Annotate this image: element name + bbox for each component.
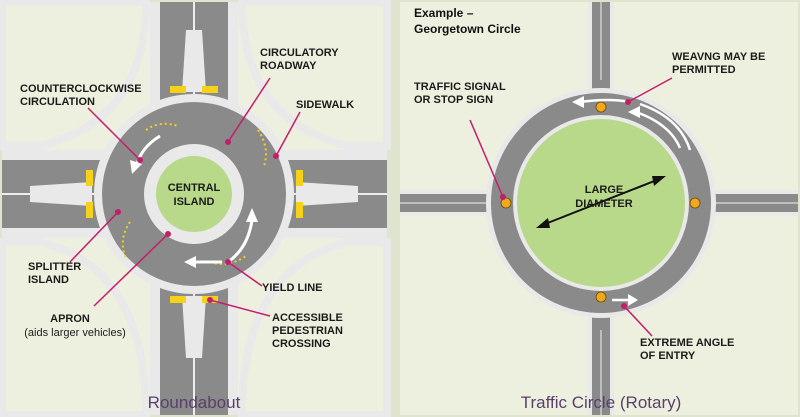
label-sidewalk: SIDEWALK bbox=[296, 99, 354, 111]
label-extreme-line1: EXTREME ANGLE bbox=[640, 337, 734, 349]
example-line1: Example – bbox=[414, 6, 474, 20]
arrowhead-icon bbox=[652, 176, 666, 186]
example-line2: Georgetown Circle bbox=[414, 22, 521, 36]
label-pedestrian-line3: CROSSING bbox=[272, 338, 331, 350]
roundabout-yield-lines bbox=[121, 122, 267, 265]
central-island-label-line1: CENTRAL bbox=[168, 182, 221, 194]
roundabout-leader-lines bbox=[69, 77, 301, 317]
traffic-signal-dots bbox=[500, 101, 701, 303]
traffic-circle-panel: LARGE DIAMETER bbox=[400, 2, 798, 415]
label-circulatory-line2: ROADWAY bbox=[260, 60, 317, 72]
label-counterclockwise-line2: CIRCULATION bbox=[20, 96, 95, 108]
roundabout-leader-dots bbox=[115, 139, 279, 303]
arrowhead-icon bbox=[536, 218, 550, 228]
traffic-circle-leader-dots bbox=[500, 99, 631, 309]
roundabout-panel: CENTRAL ISLAND bbox=[0, 0, 391, 417]
label-splitter-line2: ISLAND bbox=[28, 274, 69, 286]
label-weaving-line1: WEAVNG MAY BE bbox=[672, 51, 765, 63]
arrowhead-icon bbox=[572, 96, 584, 108]
traffic-circle-title: Traffic Circle (Rotary) bbox=[521, 393, 682, 412]
label-apron-note: (aids larger vehicles) bbox=[24, 327, 125, 339]
label-splitter-line1: SPLITTER bbox=[28, 261, 81, 273]
traffic-circle-leader-lines bbox=[469, 77, 673, 337]
large-diameter-line2: DIAMETER bbox=[575, 198, 633, 210]
arrowhead-icon bbox=[184, 256, 196, 268]
roundabout-central-island bbox=[156, 156, 232, 232]
arrowhead-icon bbox=[628, 106, 640, 118]
central-island-label-line2: ISLAND bbox=[174, 196, 215, 208]
label-circulatory-line1: CIRCULATORY bbox=[260, 47, 339, 59]
large-diameter-line1: LARGE bbox=[585, 184, 624, 196]
roundabout-corner-curbs bbox=[0, 0, 391, 417]
arrowhead-icon bbox=[246, 208, 258, 222]
label-yield-line: YIELD LINE bbox=[262, 282, 323, 294]
label-signal-line2: OR STOP SIGN bbox=[414, 94, 493, 106]
label-pedestrian-line1: ACCESSIBLE bbox=[272, 312, 343, 324]
label-extreme-line2: OF ENTRY bbox=[640, 350, 696, 362]
label-counterclockwise-line1: COUNTERCLOCKWISE bbox=[20, 83, 142, 95]
label-pedestrian-line2: PEDESTRIAN bbox=[272, 325, 343, 337]
label-weaving-line2: PERMITTED bbox=[672, 64, 736, 76]
arrowhead-icon bbox=[628, 294, 638, 306]
roundabout-splitter-islands bbox=[30, 30, 358, 358]
label-signal-line1: TRAFFIC SIGNAL bbox=[414, 81, 506, 93]
roundabout-title: Roundabout bbox=[148, 393, 241, 412]
label-apron: APRON bbox=[50, 313, 90, 325]
large-diameter-arrow bbox=[539, 177, 663, 227]
arrowhead-icon bbox=[130, 160, 142, 174]
